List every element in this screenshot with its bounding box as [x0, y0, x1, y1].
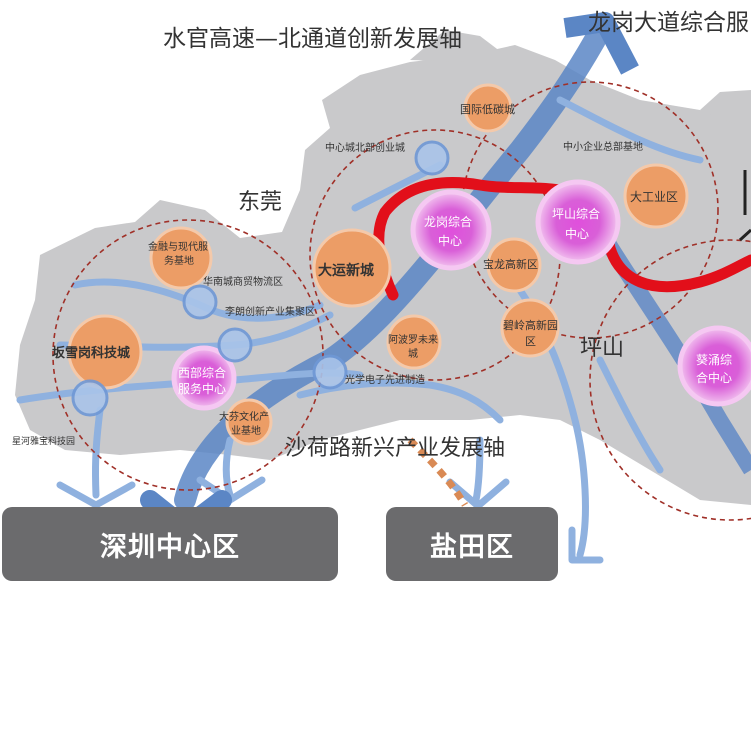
label-kuiyong-2: 合中心: [696, 370, 732, 385]
label-dayun: 大运新城: [318, 262, 374, 279]
pink-centers: [171, 179, 751, 411]
label-xibu-1: 西部综合: [178, 365, 226, 380]
label-abo-2: 城: [408, 348, 418, 360]
destination-shenzhen: 深圳中心区: [2, 507, 338, 581]
region-pingshan: 坪山: [580, 336, 624, 361]
axis-label-longgang: 龙岗大道综合服: [588, 10, 749, 36]
destination-yantian-label: 盐田区: [430, 531, 514, 563]
label-dafen-1: 大芬文化产: [219, 410, 269, 423]
label-xinghe: 星河雅宝科技园: [12, 435, 75, 447]
label-longgang-2: 中心: [438, 233, 462, 248]
label-xibu-2: 服务中心: [178, 381, 226, 396]
label-abo-1: 阿波罗未来: [388, 333, 438, 346]
label-liyue: 李朗创新产业集聚区: [225, 305, 315, 318]
label-dafen-2: 业基地: [231, 424, 261, 437]
label-bantian: 坂雪岗科技城: [52, 345, 130, 361]
destination-shenzhen-label: 深圳中心区: [100, 531, 240, 563]
label-jinrong-1: 金融与现代服: [148, 240, 208, 253]
label-bilin-1: 碧岭高新园: [503, 318, 558, 332]
label-baolong: 宝龙高新区: [483, 257, 538, 271]
right-edge-marker: [738, 170, 751, 242]
label-kuiyong-1: 葵涌综: [696, 353, 732, 367]
label-bilin-2: 区: [525, 335, 536, 348]
label-guoji: 国际低碳城: [460, 102, 515, 116]
label-sme: 中小企业总部基地: [563, 140, 643, 153]
yantian-connector: [407, 437, 469, 507]
label-jinrong-2: 务基地: [164, 254, 194, 267]
label-pingshan-center-2: 中心: [565, 226, 589, 241]
destination-yantian: 盐田区: [386, 507, 558, 581]
label-zhongxin-north: 中心城北部创业城: [325, 141, 405, 154]
label-longgang-1: 龙岗综合: [424, 214, 472, 229]
region-dongguan: 东莞: [238, 190, 282, 215]
axis-label-shahe: 沙荷路新兴产业发展轴: [285, 436, 505, 461]
axis-label-north: 水官高速—北通道创新发展轴: [163, 26, 462, 52]
label-huanan: 华南城商贸物流区: [203, 275, 283, 288]
label-pingshan-center-1: 坪山综合: [552, 206, 600, 221]
label-dagongye: 大工业区: [630, 190, 678, 204]
orange-nodes: [67, 83, 689, 446]
label-guangxue: 光学电子先进制造: [345, 373, 425, 386]
blue-small-nodes: [71, 140, 450, 417]
